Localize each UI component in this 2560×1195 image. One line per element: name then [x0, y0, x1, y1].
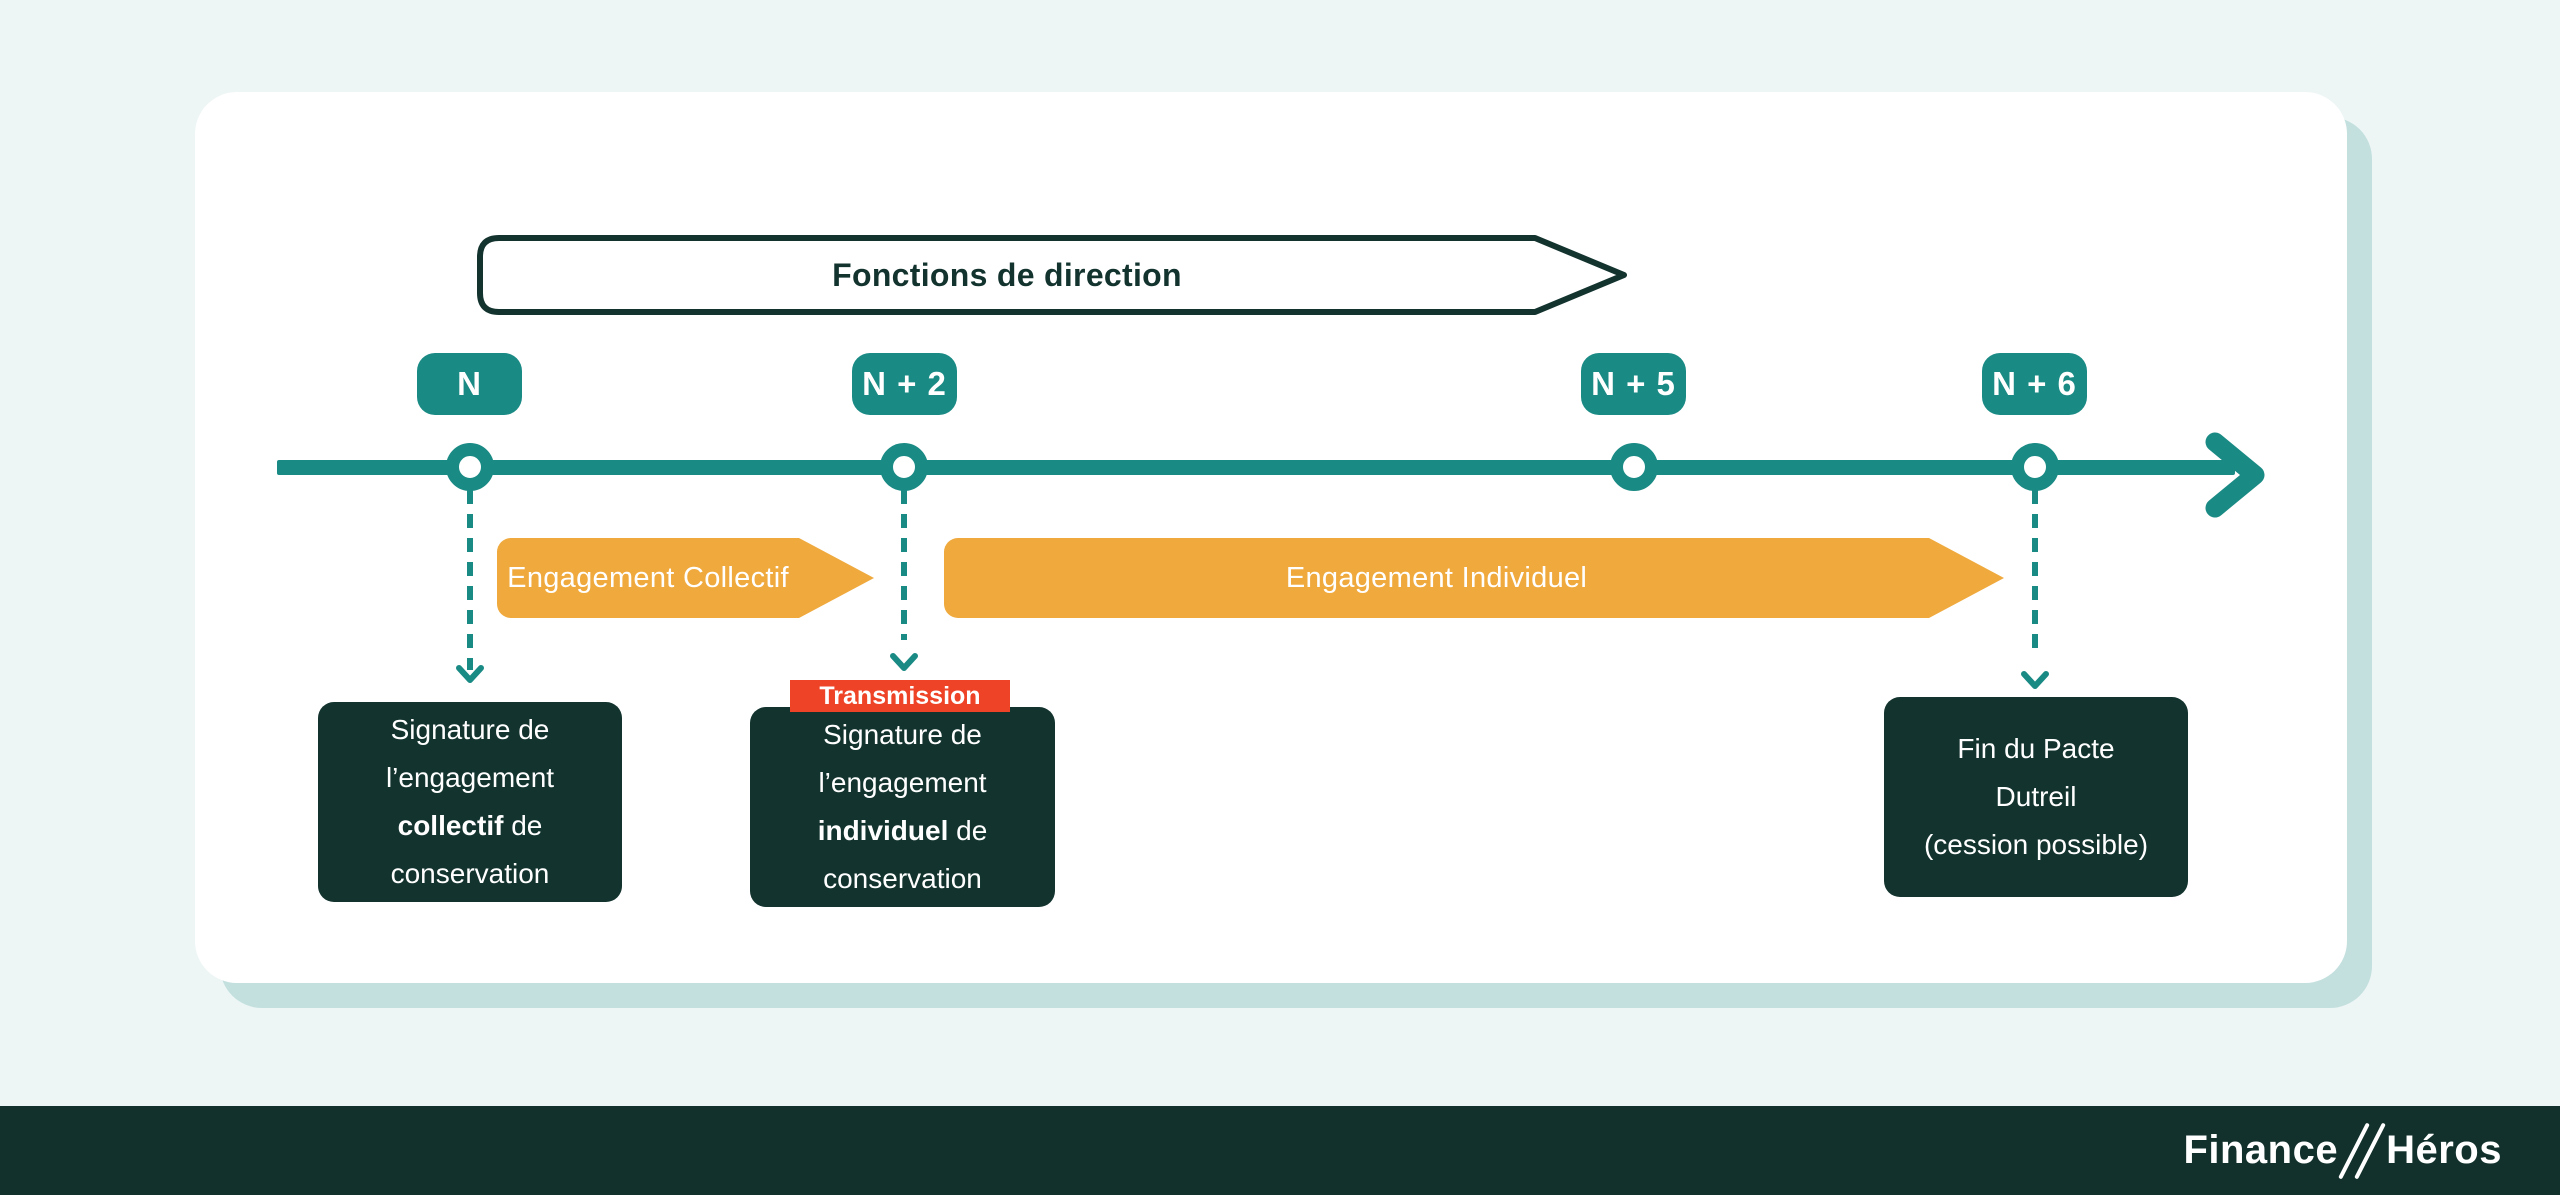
event-box-fin-pacte: Fin du Pacte Dutreil (cession possible)	[1884, 697, 2188, 897]
footer-bar: Finance Héros	[0, 1106, 2560, 1195]
direction-banner-outline	[477, 235, 1627, 315]
event-box-collectif: Signature de l’engagement collectif de c…	[318, 702, 622, 902]
arrow-down-icon	[2021, 671, 2049, 689]
timeline-arrowhead-icon	[2205, 432, 2265, 518]
event-box-line: Fin du Pacte	[1957, 733, 2115, 764]
brand-logo-left: Finance	[2183, 1128, 2339, 1172]
direction-banner-label: Fonctions de direction	[832, 256, 1182, 293]
event-box-line: collectif de	[397, 810, 543, 841]
event-box-line: l’engagement	[818, 767, 987, 798]
year-badge-n5: N + 5	[1581, 353, 1686, 415]
timeline-node-n2	[880, 443, 928, 491]
brand-logo-right: Héros	[2386, 1128, 2502, 1172]
event-box-line: Dutreil	[1995, 781, 2077, 812]
dashed-connector-n6	[2032, 490, 2038, 658]
year-badge-n2: N + 2	[852, 353, 957, 415]
event-box-individuel: Signature de l’engagement individuel de …	[750, 707, 1055, 907]
arrow-down-icon	[890, 653, 918, 671]
event-box-line: conservation	[823, 863, 982, 894]
timeline-node-n6	[2011, 443, 2059, 491]
phase-arrow-individuel-label: Engagement Individuel	[1285, 561, 1588, 594]
event-box-line: (cession possible)	[1923, 829, 2149, 860]
brand-logo: Finance Héros	[2183, 1116, 2502, 1186]
phase-arrow-collectif: Engagement Collectif	[497, 538, 874, 618]
pacte-dutreil-timeline-card: Fonctions de direction N N + 2 N + 5 N +…	[195, 92, 2347, 983]
arrow-down-icon	[456, 665, 484, 683]
year-badge-n6: N + 6	[1982, 353, 2087, 415]
phase-arrow-collectif-label: Engagement Collectif	[507, 561, 789, 594]
dashed-connector-n	[467, 490, 473, 670]
direction-banner: Fonctions de direction	[477, 235, 1627, 315]
dashed-connector-n2	[901, 490, 907, 640]
timeline-node-n	[446, 443, 494, 491]
year-badge-n: N	[417, 353, 522, 415]
slash-icon	[2338, 1116, 2386, 1186]
event-box-line: conservation	[390, 858, 550, 889]
event-box-line: l’engagement	[385, 762, 555, 793]
event-box-line: Signature de	[823, 719, 982, 750]
event-box-line: individuel de	[817, 815, 988, 846]
timeline-node-n5	[1610, 443, 1658, 491]
phase-arrow-individuel: Engagement Individuel	[944, 538, 2004, 618]
event-box-line: Signature de	[390, 714, 550, 745]
timeline-axis	[277, 460, 2235, 475]
transmission-badge: Transmission	[790, 680, 1010, 712]
